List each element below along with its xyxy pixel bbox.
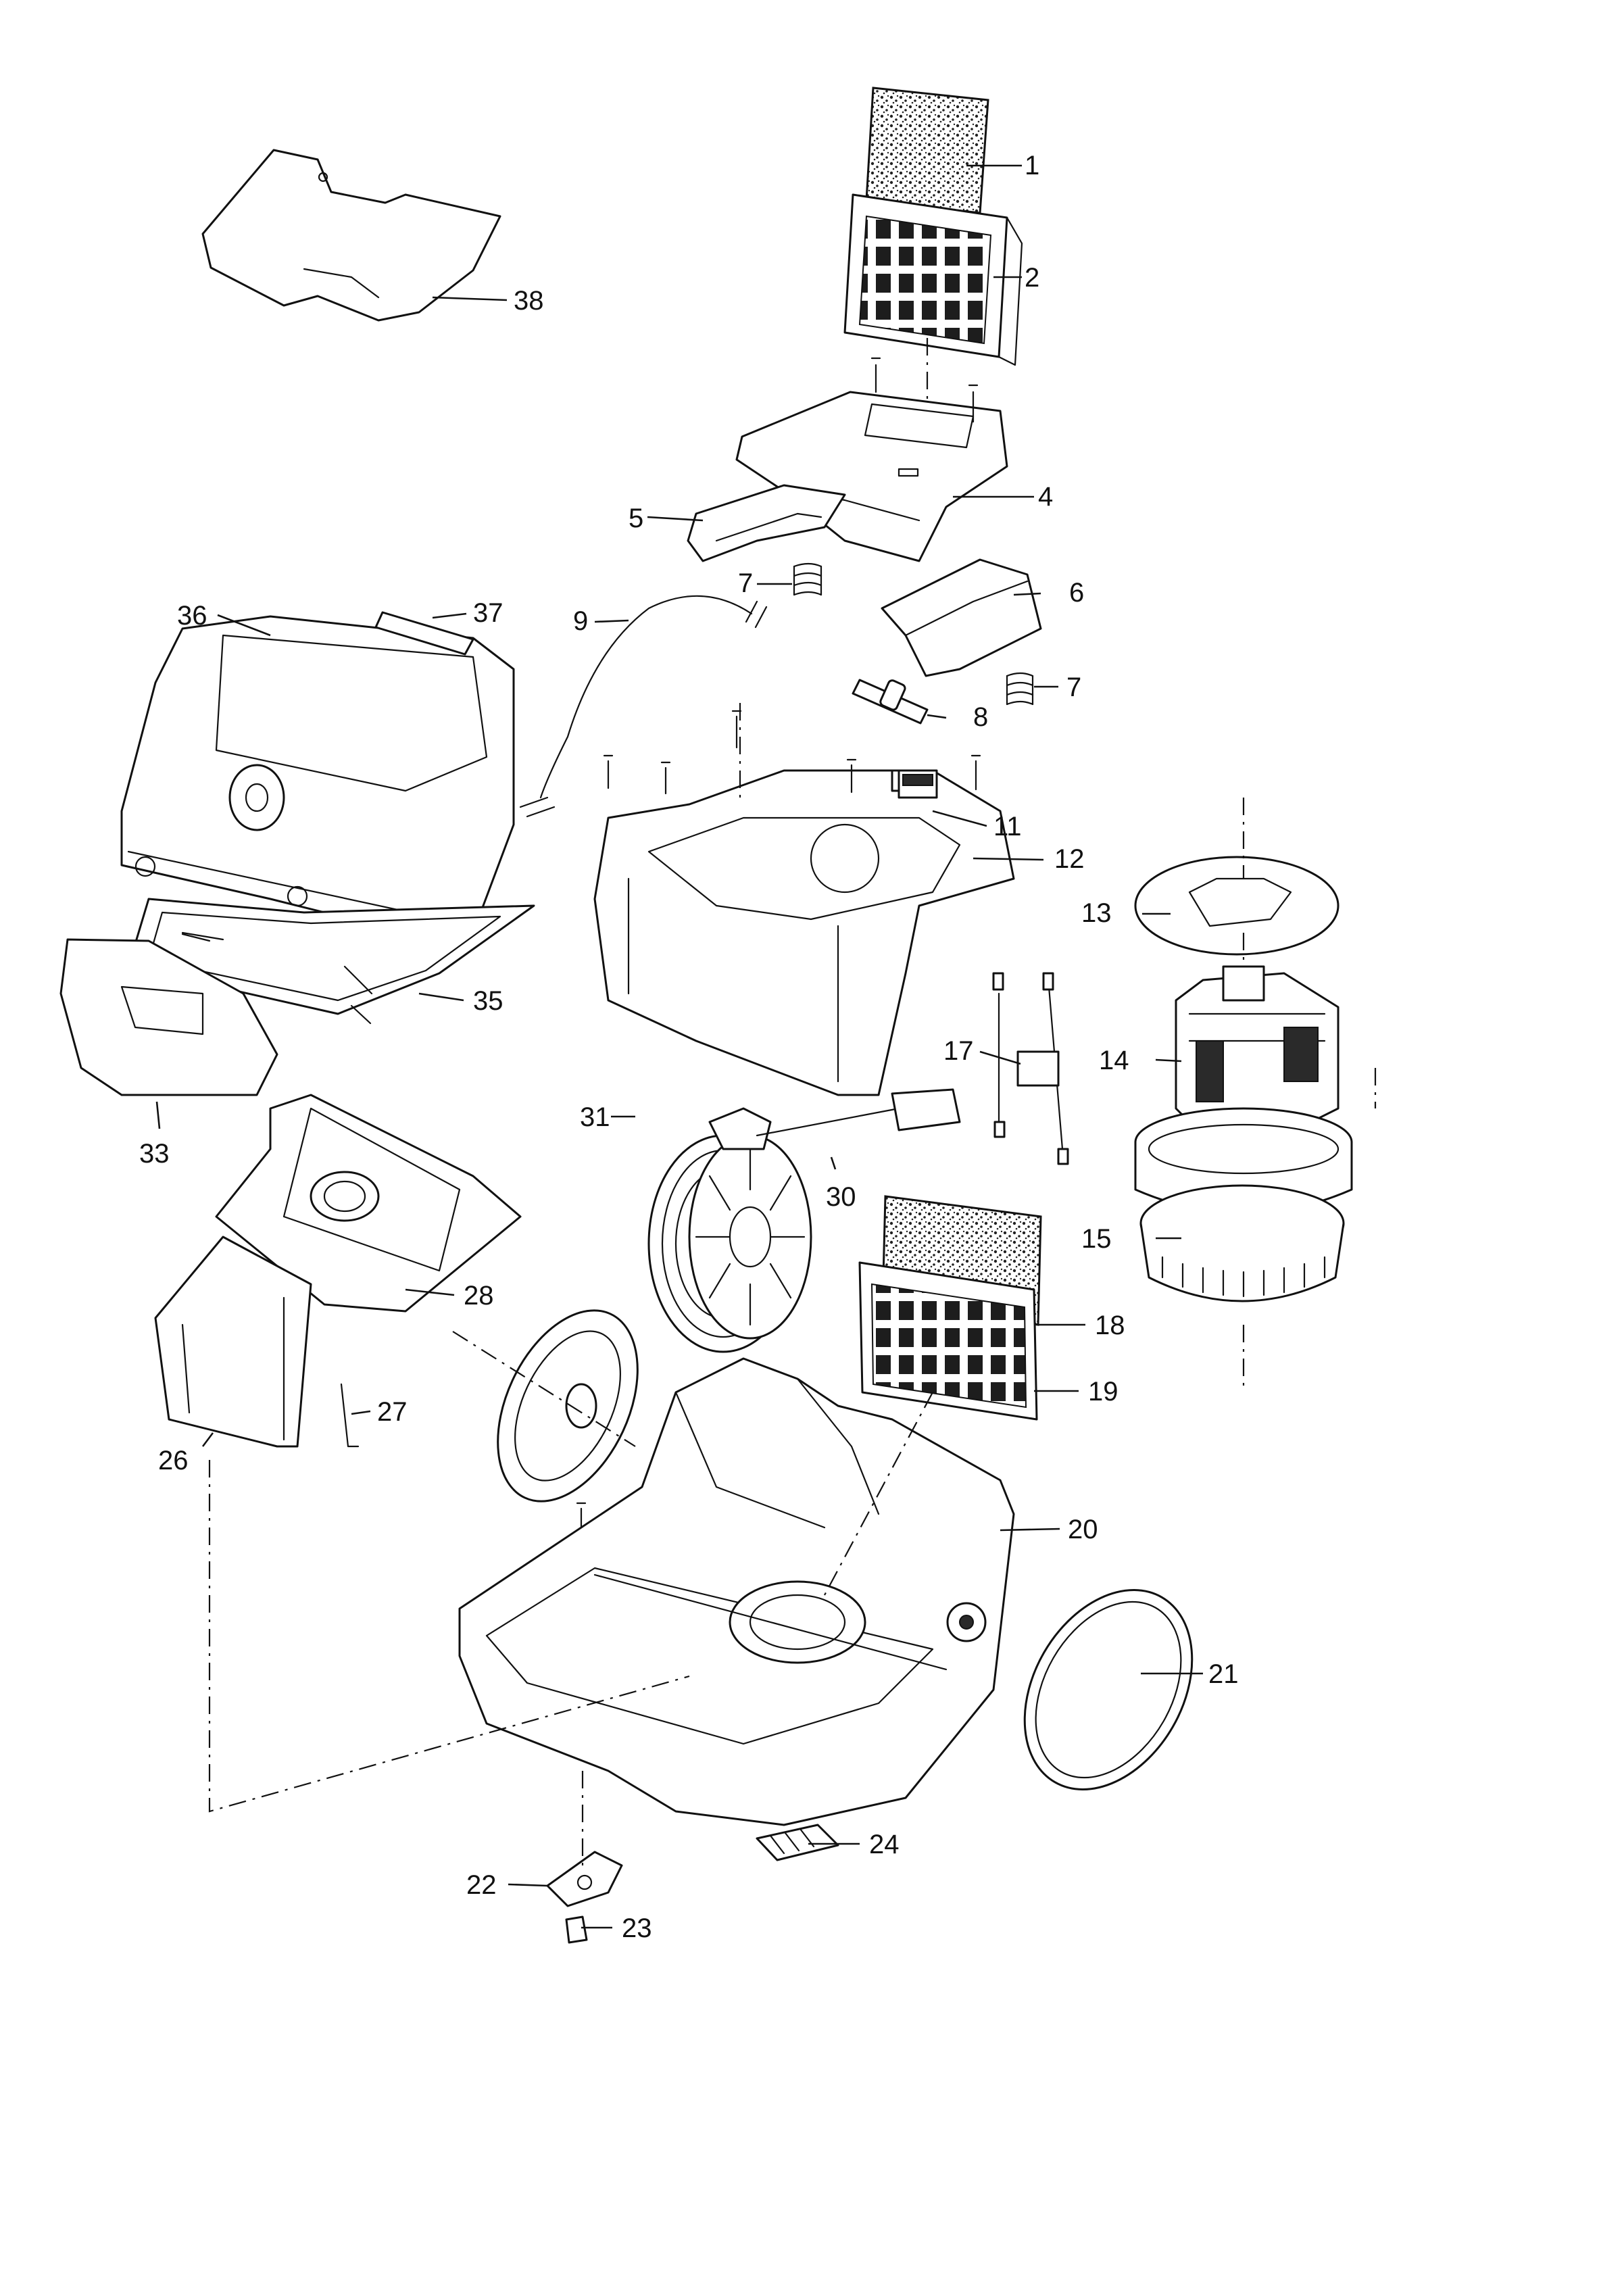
part-9-cable — [519, 595, 768, 818]
label-28: 28 — [464, 1281, 494, 1311]
label-27: 27 — [377, 1397, 408, 1427]
label-6: 6 — [1069, 578, 1084, 608]
label-22: 22 — [466, 1870, 497, 1900]
label-23: 23 — [622, 1913, 652, 1943]
label-5: 5 — [629, 504, 643, 533]
part-26-bag-clip — [154, 1236, 312, 1448]
part-20-base-chassis — [458, 1357, 1015, 1826]
part-8-pin — [852, 679, 929, 725]
part-17-wiring — [992, 972, 1069, 1165]
part-23-caster — [565, 1915, 588, 1944]
part-7-spring-lower — [1006, 672, 1034, 706]
part-15-mesh-ring — [1139, 1184, 1345, 1302]
part-31-cord-reel — [647, 1107, 812, 1353]
part-36-body-shell — [120, 615, 515, 937]
label-12: 12 — [1054, 844, 1085, 874]
part-24-vent-grille — [756, 1824, 839, 1861]
label-8: 8 — [973, 702, 988, 732]
part-38-cover-sheet — [201, 149, 501, 322]
label-38: 38 — [514, 286, 544, 316]
part-13-gasket-ring — [1134, 856, 1340, 956]
label-13: 13 — [1081, 898, 1112, 928]
label-33: 33 — [139, 1139, 170, 1169]
label-19: 19 — [1088, 1377, 1119, 1407]
assembly-lines — [208, 338, 1377, 1865]
label-15: 15 — [1081, 1224, 1112, 1254]
part-27-pin — [340, 1383, 360, 1448]
part-11-switch — [898, 769, 938, 799]
label-4: 4 — [1038, 482, 1053, 512]
label-7-lower: 7 — [1066, 673, 1081, 702]
label-24: 24 — [869, 1830, 900, 1859]
part-22-caster-plate — [546, 1851, 623, 1907]
part-19-filter-frame — [858, 1261, 1038, 1421]
label-17: 17 — [943, 1036, 974, 1066]
label-2: 2 — [1025, 263, 1039, 293]
part-5-nozzle-piece — [687, 484, 846, 562]
label-30: 30 — [826, 1182, 856, 1212]
part-21-wheel — [1023, 1589, 1194, 1790]
label-11: 11 — [993, 812, 1022, 841]
part-33-handle-cover — [59, 938, 278, 1096]
leader-lines — [155, 164, 1203, 1929]
label-26: 26 — [158, 1446, 189, 1475]
part-6-button-cover — [881, 558, 1042, 677]
part-28-bag-holder — [215, 1094, 522, 1313]
part-30-cord-plug — [756, 1088, 961, 1137]
label-7-upper: 7 — [738, 568, 753, 598]
part-2-filter-frame — [843, 193, 1023, 366]
label-14: 14 — [1099, 1046, 1129, 1075]
part-4-top-lid — [735, 357, 1008, 562]
label-31: 31 — [580, 1102, 610, 1132]
screws — [181, 710, 981, 1538]
part-labels: 1 2 4 5 7 6 7 8 9 11 12 13 14 15 17 18 1… — [139, 151, 1239, 1943]
part-14-motor — [1134, 965, 1353, 1215]
part-37-latch — [374, 611, 474, 656]
label-18: 18 — [1095, 1311, 1125, 1340]
label-35: 35 — [473, 986, 503, 1016]
label-20: 20 — [1068, 1515, 1098, 1544]
label-36: 36 — [177, 601, 207, 631]
part-1-foam-filter — [865, 87, 989, 214]
label-37: 37 — [473, 598, 503, 628]
label-21: 21 — [1208, 1659, 1239, 1689]
wheel-left — [497, 1309, 639, 1503]
part-7-spring-upper — [793, 562, 822, 596]
label-9: 9 — [573, 606, 588, 636]
label-1: 1 — [1025, 151, 1039, 180]
